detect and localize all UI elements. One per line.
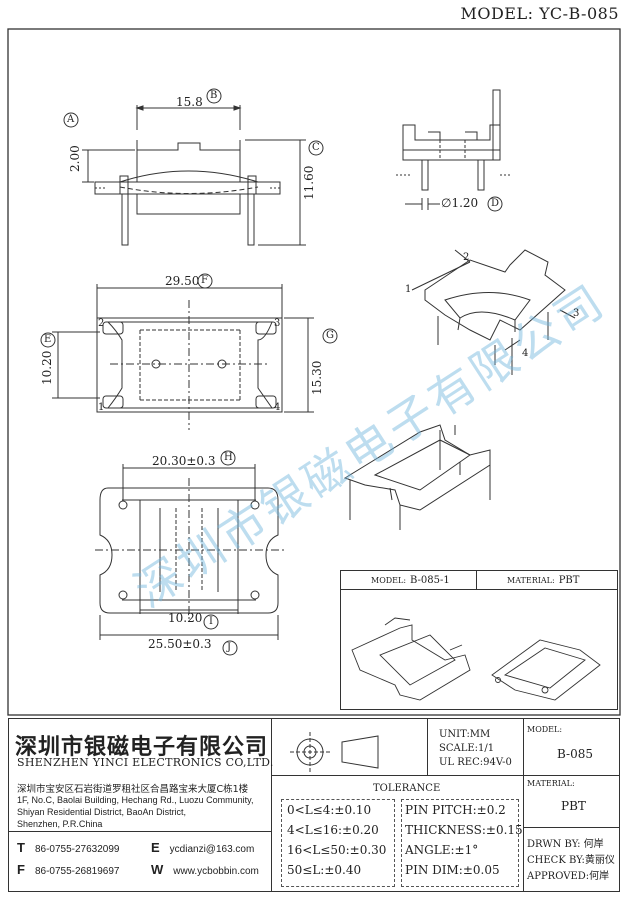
dim-f: 29.50: [165, 274, 200, 288]
dim-d: ∅1.20: [441, 196, 479, 210]
variant-iso-views: [351, 617, 601, 701]
pin-3-iso: 3: [573, 308, 580, 319]
tol-right-1: PIN PITCH:±0.2: [405, 803, 506, 817]
address-en-line2: Shiyan Residential District, BaoAn Distr…: [17, 807, 187, 817]
drawing-frame: [7, 28, 621, 716]
front-view: [82, 105, 306, 246]
address-en-line1: 1F, No.C, Baolai Building, Hechang Rd., …: [17, 795, 254, 805]
variant-material-label: MATERIAL:: [507, 575, 555, 585]
tolerance-left-box: [281, 799, 395, 887]
address-cn: 深圳市宝安区石岩街道罗租社区合昌路宝来大厦C栋1楼: [17, 784, 249, 795]
side-view: [395, 89, 512, 210]
callout-i: I: [209, 616, 213, 627]
callout-h: H: [224, 452, 233, 463]
pin-1-iso: 1: [405, 284, 412, 295]
tol-left-3: 16<L≤50:±0.30: [287, 843, 387, 857]
tol-right-3: ANGLE:±1°: [405, 843, 479, 857]
drawn-by: DRWN BY: 何岸: [527, 839, 604, 850]
variant-box: MODEL:B-085-1 MATERIAL:PBT: [340, 570, 618, 710]
title-block: 深圳市银磁电子有限公司 SHENZHEN YINCI ELECTRONICS C…: [8, 718, 620, 892]
pin-2-iso: 2: [463, 252, 470, 263]
tol-left-2: 4<L≤16:±0.20: [287, 823, 379, 837]
tolerance-right-box: [401, 799, 519, 887]
variant-model-label: MODEL:: [371, 575, 407, 585]
tol-left-4: 50≤L:±0.40: [287, 863, 362, 877]
dim-b: 15.8: [176, 95, 203, 109]
callout-a: A: [67, 114, 75, 125]
callout-e: E: [44, 334, 52, 345]
ul-text: UL REC:94V-0: [439, 757, 512, 768]
pin-2-top: 2: [98, 318, 105, 329]
variant-model: B-085-1: [410, 574, 450, 586]
company-name-cn: 深圳市银磁电子有限公司: [15, 735, 269, 760]
pin-3-top: 3: [274, 318, 281, 329]
pin-1-top: 1: [98, 402, 105, 413]
callout-f: F: [201, 275, 208, 286]
model-label: MODEL:: [527, 725, 563, 734]
tol-right-4: PIN DIM:±0.05: [405, 863, 500, 877]
callout-d: D: [491, 198, 500, 209]
company-name-en: SHENZHEN YINCI ELECTRONICS CO,LTD.: [17, 756, 274, 769]
tol-left-1: 0<L≤4:±0.10: [287, 803, 372, 817]
checked-by: CHECK BY:黄丽仪: [527, 855, 615, 866]
iso-view-bottom: [343, 424, 491, 530]
callout-j: J: [227, 642, 232, 653]
iso-view-top: [411, 249, 576, 375]
tolerance-title: TOLERANCE: [373, 783, 441, 794]
dim-j: 25.50±0.3: [148, 637, 212, 651]
scale-text: SCALE:1/1: [439, 743, 495, 754]
approved-by: APPROVED:何岸: [527, 871, 610, 882]
unit-text: UNIT:MM: [439, 729, 491, 740]
pin-4-iso: 4: [522, 348, 529, 359]
model-header: MODEL: YC-B-085: [460, 4, 619, 23]
address-en-line3: Shenzhen, P.R.China: [17, 819, 103, 829]
top-view: [52, 284, 314, 430]
material-value: PBT: [561, 799, 586, 813]
model-value: B-085: [557, 747, 593, 761]
dim-i: 10.20: [168, 611, 203, 625]
bottom-view: [95, 464, 284, 640]
callout-b: B: [210, 90, 218, 101]
dim-h: 20.30±0.3: [152, 454, 216, 468]
tol-right-2: THICKNESS:±0.15: [405, 823, 523, 837]
projection-symbol: [290, 732, 379, 772]
callout-g: G: [326, 330, 334, 341]
callout-c: C: [312, 142, 320, 153]
variant-material: PBT: [558, 574, 580, 586]
pin-4-top: 4: [274, 402, 281, 413]
material-label: MATERIAL:: [527, 779, 575, 788]
